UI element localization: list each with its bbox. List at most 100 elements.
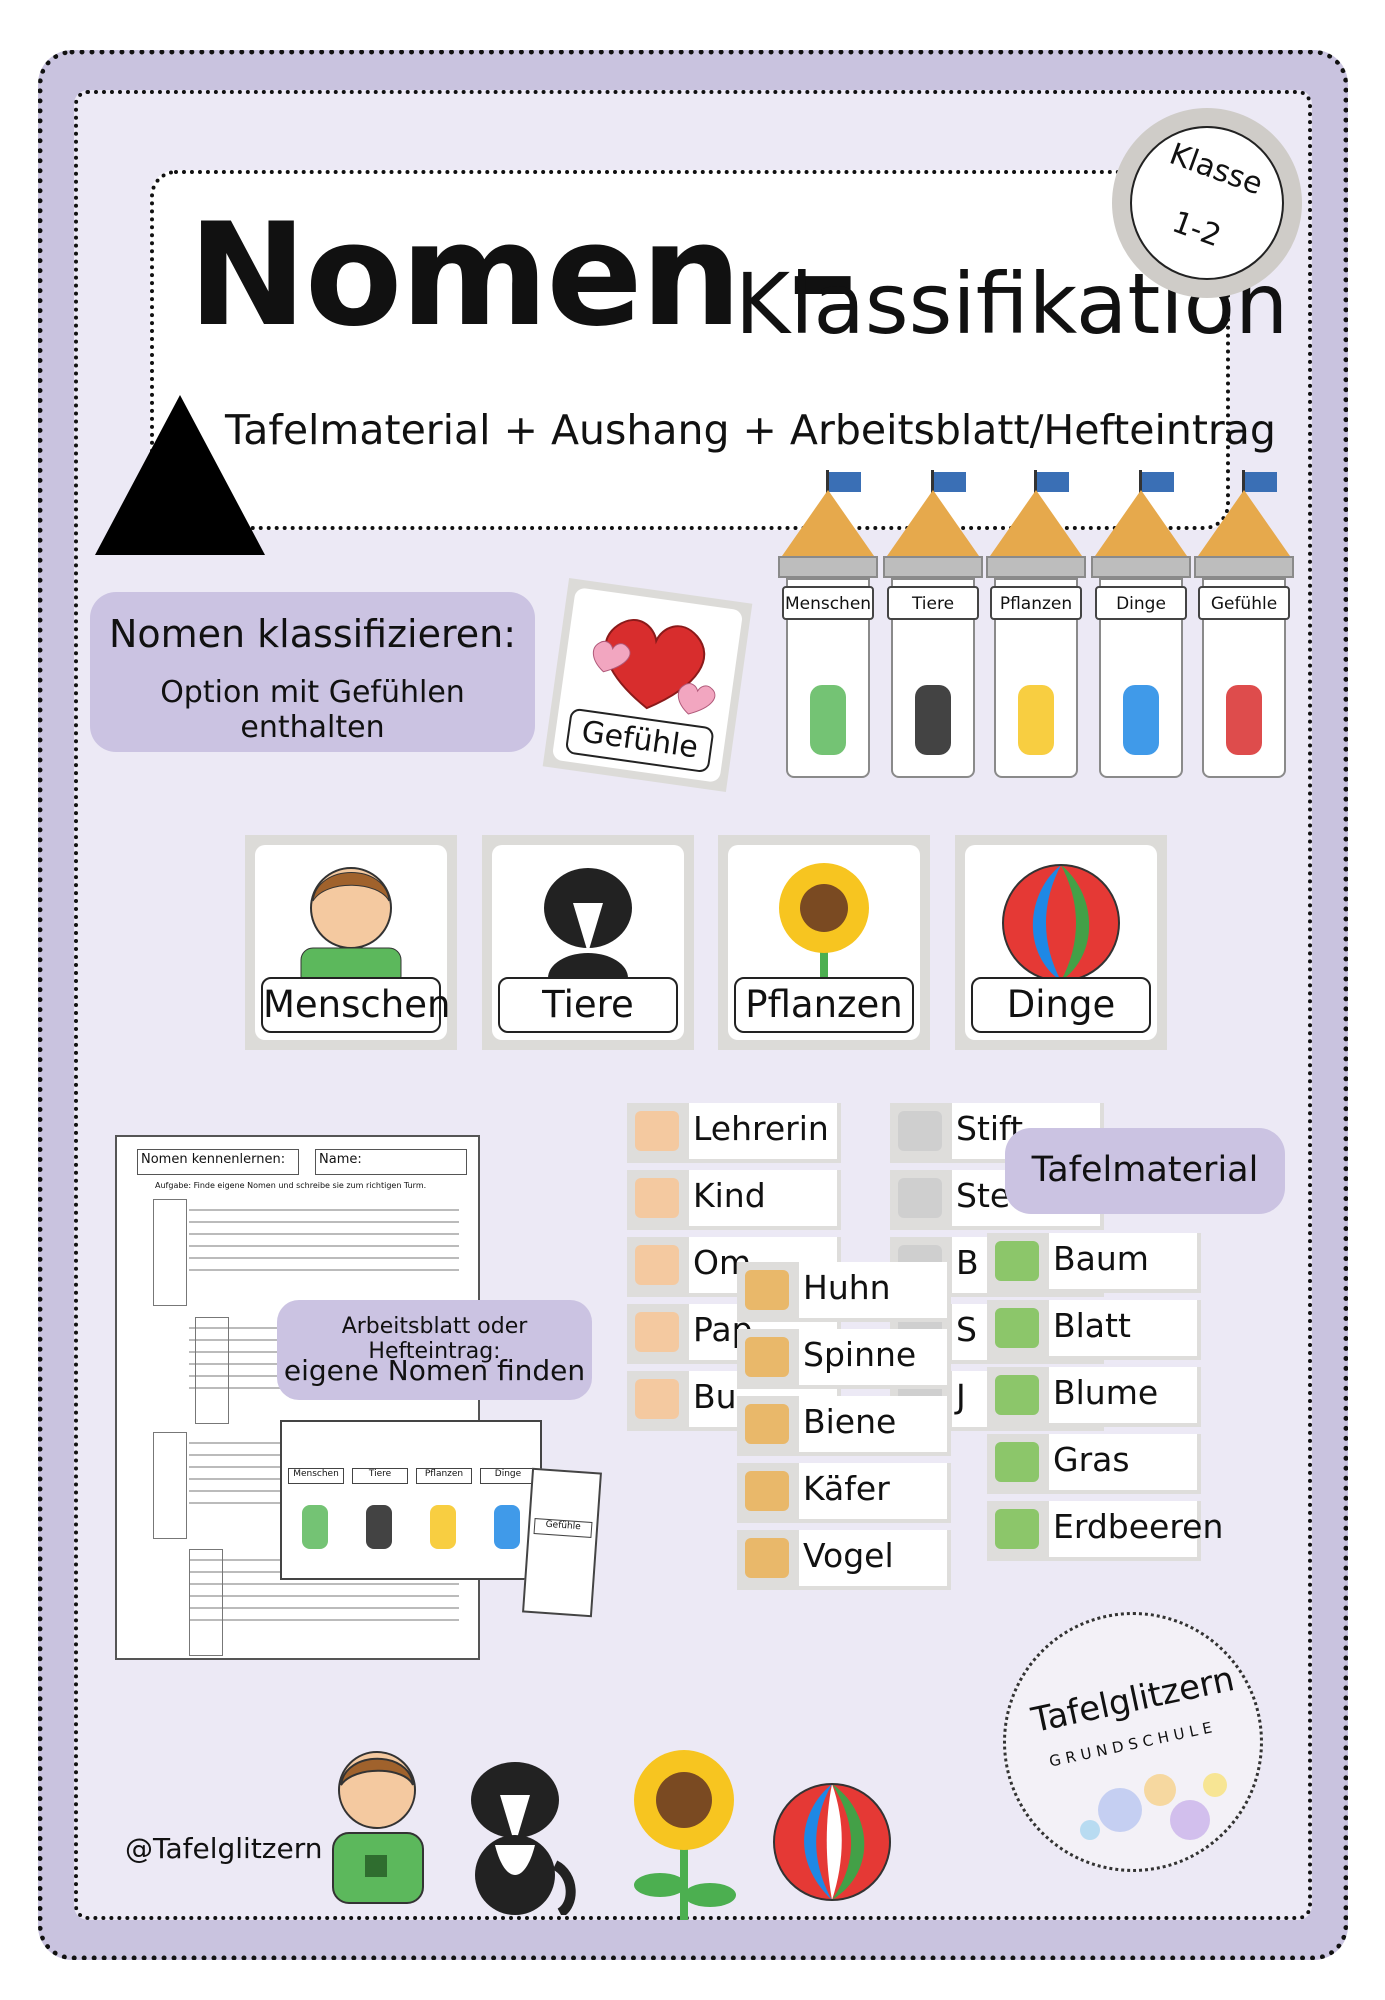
word-card-label: Spinne	[803, 1335, 917, 1374]
category-card-pflanzen: Pflanzen	[718, 835, 930, 1050]
word-card: Ste	[890, 1170, 1104, 1230]
category-card-label: Tiere	[498, 977, 678, 1033]
tafelmaterial-pill	[1005, 1128, 1285, 1214]
subtitle: Tafelmaterial + Aushang + Arbeitsblatt/H…	[225, 406, 1276, 454]
worksheet-field-name-label: Name:	[319, 1152, 362, 1167]
title-main: Nomen –	[188, 193, 858, 358]
tafelmaterial-pill-label: Tafelmaterial	[1031, 1150, 1259, 1190]
handle: @Tafelglitzern	[125, 1832, 323, 1865]
word-card-label: Kind	[693, 1176, 766, 1215]
child-illustration	[332, 1751, 424, 1904]
word-card: Spinne	[737, 1329, 951, 1389]
mini-tower-label: Dinge	[480, 1468, 536, 1484]
word-card: Käfer	[737, 1463, 951, 1523]
tower-figure	[1018, 685, 1054, 755]
tower-figure	[1123, 685, 1159, 755]
word-card: Kind	[627, 1170, 841, 1230]
flower-icon	[995, 1375, 1039, 1415]
logo-dots	[1080, 1773, 1227, 1840]
word-card-label: Blatt	[1053, 1306, 1131, 1345]
word-card-label: Bu	[693, 1377, 737, 1416]
grandma-icon	[635, 1245, 679, 1285]
tower-pflanzen: Pflanzen	[986, 470, 1086, 778]
tower-label: Pflanzen	[990, 586, 1082, 620]
writing-line	[189, 1221, 459, 1223]
man-icon	[635, 1379, 679, 1419]
spider-icon	[745, 1337, 789, 1377]
feature-pill-line2: Option mit Gefühlen enthalten	[160, 675, 465, 745]
stone-icon	[898, 1178, 942, 1218]
word-card-label: Biene	[803, 1402, 897, 1441]
sunflower-illustration	[634, 1750, 736, 1920]
feature-pill-line1: Nomen klassifizieren:	[108, 612, 517, 656]
word-card-label: J	[956, 1377, 966, 1416]
tower-battlement	[1091, 556, 1191, 578]
worksheet-pill-line1: Arbeitsblatt oder Hefteintrag:	[341, 1314, 528, 1364]
worksheet-field-name	[315, 1149, 467, 1175]
word-card: Vogel	[737, 1530, 951, 1590]
category-illustration	[544, 868, 632, 993]
word-card-label: Gras	[1053, 1440, 1130, 1479]
word-card-label: Ste	[956, 1176, 1011, 1215]
tower-roof	[782, 490, 874, 556]
brand-logo	[1003, 1612, 1263, 1872]
writing-line	[189, 1257, 459, 1259]
flag-icon	[1142, 472, 1174, 492]
tower-label: Menschen	[782, 586, 874, 620]
word-card: Blume	[987, 1367, 1201, 1427]
tower-label: Tiere	[887, 586, 979, 620]
writing-line	[189, 1583, 459, 1585]
flag-icon	[1037, 472, 1069, 492]
word-card: Blatt	[987, 1300, 1201, 1360]
tower-menschen: Menschen	[778, 470, 878, 778]
flag-icon	[934, 472, 966, 492]
tower-figure	[915, 685, 951, 755]
tower-battlement	[986, 556, 1086, 578]
word-card: Erdbeeren	[987, 1501, 1223, 1561]
mini-tower-label: Pflanzen	[416, 1468, 472, 1484]
tower-roof	[990, 490, 1082, 556]
category-card-label: Pflanzen	[734, 977, 914, 1033]
chicken-icon	[745, 1270, 789, 1310]
word-card: Lehrerin	[627, 1103, 841, 1163]
word-card-label: Käfer	[803, 1469, 890, 1508]
category-card-label: Menschen	[261, 977, 450, 1033]
grade-badge-inner	[1130, 126, 1284, 280]
word-card: Huhn	[737, 1262, 951, 1322]
mini-tower-figure	[366, 1505, 392, 1549]
flag-icon	[829, 472, 861, 492]
category-card-tiere: Tiere	[482, 835, 694, 1050]
tower-roof	[887, 490, 979, 556]
mini-tower-label: Tiere	[352, 1468, 408, 1484]
category-card-label: Dinge	[971, 977, 1151, 1033]
grass-icon	[995, 1442, 1039, 1482]
strawberry-icon	[995, 1509, 1039, 1549]
word-card: Gras	[987, 1434, 1201, 1494]
tower-tiere: Tiere	[883, 470, 983, 778]
word-card: Biene	[737, 1396, 951, 1456]
writing-line	[189, 1595, 459, 1597]
tower-figure	[810, 685, 846, 755]
bee-icon	[745, 1404, 789, 1444]
writing-line	[189, 1607, 459, 1609]
word-card-label: Lehrerin	[693, 1109, 829, 1148]
writing-line	[189, 1209, 459, 1211]
worksheet-tower	[153, 1199, 187, 1306]
mini-tower-figure	[494, 1505, 520, 1549]
writing-line	[189, 1233, 459, 1235]
worksheet-task: Aufgabe: Finde eigene Nomen und schreibe…	[155, 1181, 427, 1190]
word-card: Baum	[987, 1233, 1201, 1293]
word-card-label: Huhn	[803, 1268, 891, 1307]
category-card-dinge: Dinge	[955, 835, 1167, 1050]
tower-battlement	[883, 556, 983, 578]
word-card-label: S	[956, 1310, 977, 1349]
worksheet-tower	[195, 1317, 229, 1424]
category-illustration	[1002, 864, 1120, 982]
mini-tower-label: Menschen	[288, 1468, 344, 1484]
dad-icon	[635, 1312, 679, 1352]
child-icon	[635, 1178, 679, 1218]
tower-roof	[1198, 490, 1290, 556]
tower-label: Gefühle	[1198, 586, 1290, 620]
worksheet-field-topic-label: Nomen kennenlernen:	[141, 1152, 286, 1167]
worksheet-tower	[189, 1549, 223, 1656]
